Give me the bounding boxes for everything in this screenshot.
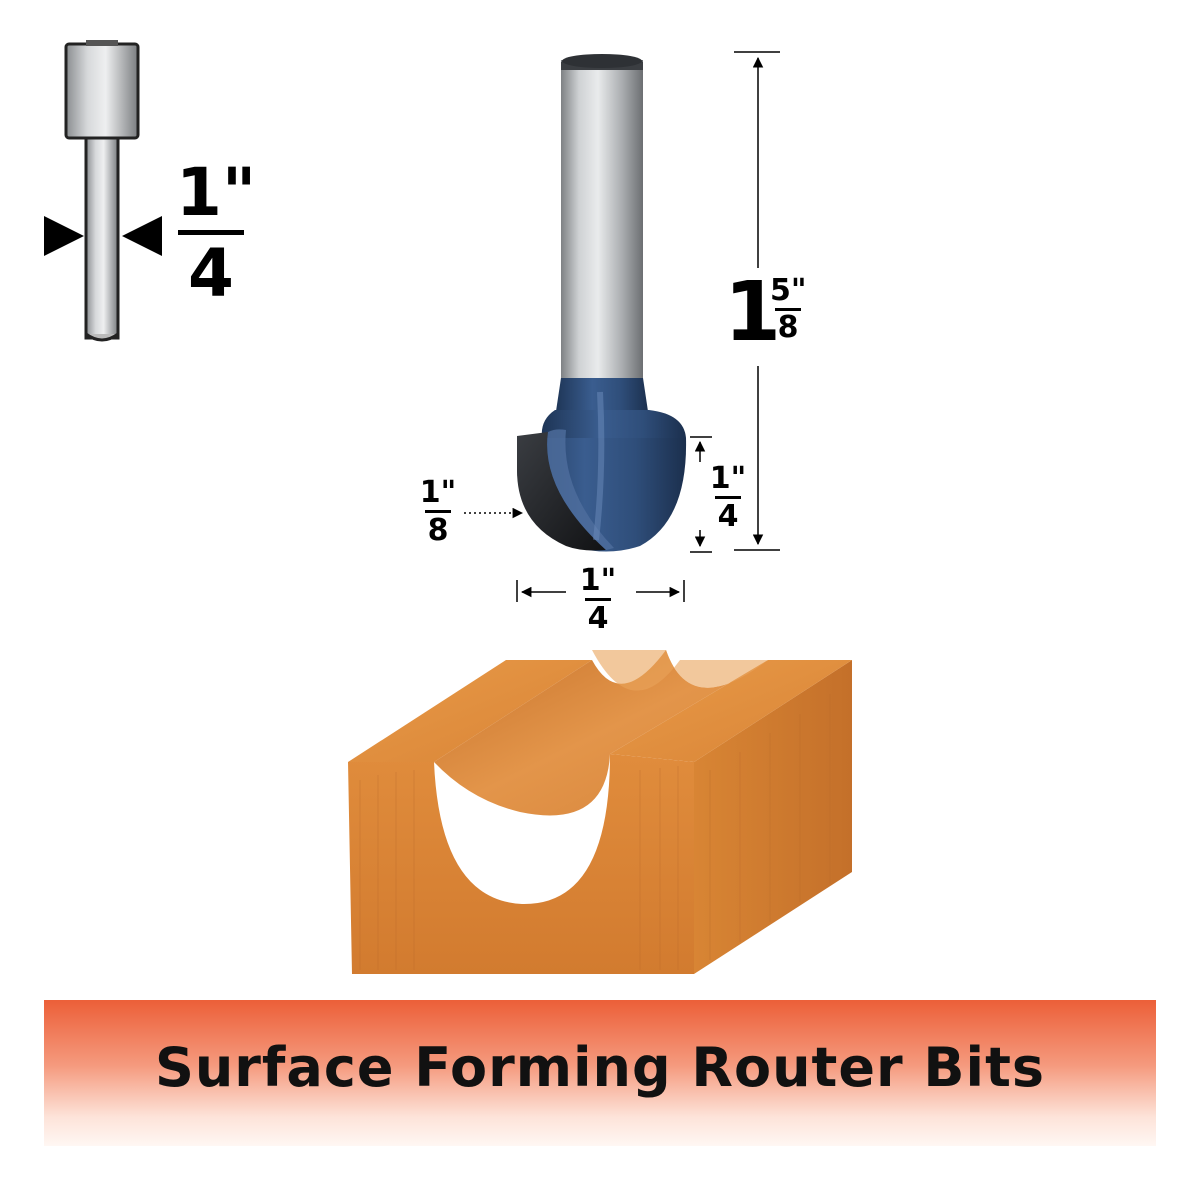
wood-profile-illustration [348,650,852,974]
shank-size-numerator: 1" [176,154,257,231]
fraction-bar [425,510,451,513]
radius-denominator: 8 [427,513,449,548]
shank-size-denominator: 4 [188,235,234,312]
shank-legend-icon [44,40,162,342]
fraction-bar [775,308,801,311]
banner-title: Surface Forming Router Bits [154,1036,1046,1099]
radius-numerator: 1" [419,475,457,510]
overall-length-denominator: 8 [777,310,799,345]
title-banner: Surface Forming Router Bits [44,1000,1156,1146]
cutting-diameter-denominator: 4 [587,601,609,636]
right-arrow-icon [122,216,162,256]
overall-length-fraction: 5" 8 [770,273,807,345]
left-arrow-icon [44,216,84,256]
router-bit-illustration [517,54,687,552]
overall-length-dimension [734,51,780,551]
cutting-diameter-dimension [516,580,685,602]
radius-label: 1" 8 [416,478,460,546]
shank-size-label: 1" 4 [176,154,257,312]
fraction-bar [585,598,611,601]
cutting-height-dimension [690,436,712,553]
cutting-diameter-numerator: 1" [579,563,617,598]
overall-length-whole: 1 [724,265,782,360]
cutting-diameter-label: 1" 4 [576,566,620,634]
cutting-height-denominator: 4 [717,499,739,534]
cutting-height-numerator: 1" [709,461,747,496]
cutting-height-label: 1" 4 [706,464,750,532]
overall-length-numerator: 5" [770,273,807,308]
fraction-bar [178,230,244,235]
fraction-bar [715,496,741,499]
